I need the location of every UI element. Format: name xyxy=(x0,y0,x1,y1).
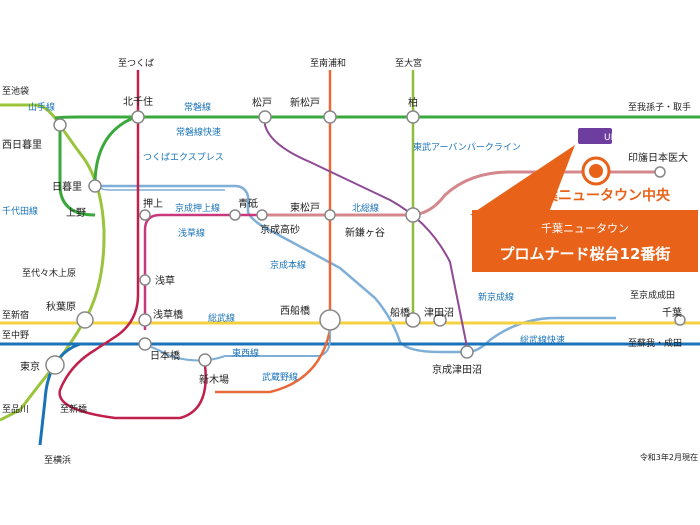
label-chiba-nt-chuo: 千葉ニュータウン中央 xyxy=(530,187,671,204)
label-tsudanuma: 津田沼 xyxy=(424,306,454,319)
station-markers xyxy=(45,110,686,375)
label-matsudo: 松戸 xyxy=(252,96,272,109)
line-yamanote: 山手線 xyxy=(28,101,55,113)
station-keisei-takasago xyxy=(256,209,268,221)
date-note: 令和3年2月現在 xyxy=(640,452,698,462)
dest-nakano: 至中野 xyxy=(2,329,29,341)
line-musashino: 武蔵野線 xyxy=(262,371,298,383)
ur-badge-text: UR xyxy=(604,133,617,143)
joban-line xyxy=(54,115,700,120)
label-tokyo: 東京 xyxy=(20,360,40,373)
station-keiseitsudanuma xyxy=(460,345,474,359)
line-keisei-oshiage: 京成押上線 xyxy=(175,202,220,214)
dest-keisei-narita: 至京成成田 xyxy=(630,289,675,301)
line-hokuso: 北総線 xyxy=(352,202,379,214)
dest-yokohama: 至横浜 xyxy=(44,454,71,466)
station-matsudo xyxy=(258,110,272,124)
label-kashiwa: 柏 xyxy=(408,96,418,109)
station-shinmatsudo xyxy=(323,110,337,124)
station-funabashi xyxy=(405,312,421,328)
station-nishifunabashi xyxy=(319,309,341,331)
line-chiyoda: 千代田線 xyxy=(2,205,38,217)
label-asakusabashi: 浅草橋 xyxy=(153,308,183,321)
line-asakusa: 浅草線 xyxy=(178,227,205,239)
dest-shinjuku: 至新宿 xyxy=(2,309,29,321)
label-nihonbashi: 日本橋 xyxy=(150,349,180,362)
station-chiba xyxy=(674,314,686,326)
callout-pointer xyxy=(470,145,575,215)
property-title: プロムナード桜台12番街 xyxy=(500,245,671,263)
dest-omiya: 至大宮 xyxy=(395,57,422,69)
line-joban-rapid: 常磐線快速 xyxy=(176,126,221,138)
ur-badge xyxy=(578,128,612,144)
station-oshiage xyxy=(139,209,151,221)
label-shinkamagaya: 新鎌ヶ谷 xyxy=(345,226,385,239)
line-tozai: 東西線 xyxy=(232,347,259,359)
station-tsudanuma xyxy=(433,313,447,327)
dest-abiko: 至我孫子・取手 xyxy=(628,101,691,113)
property-box xyxy=(472,210,698,272)
label-kitasenju: 北千住 xyxy=(123,95,153,108)
station-asakusabashi xyxy=(138,313,152,327)
keisei-main-line xyxy=(100,184,616,354)
chiyoda-line xyxy=(93,115,136,186)
label-akihabara: 秋葉原 xyxy=(46,300,76,313)
station-asakusa xyxy=(139,274,151,286)
property-sub: 千葉ニュータウン xyxy=(541,221,629,235)
station-tokyo xyxy=(45,355,65,375)
line-joban: 常磐線 xyxy=(184,101,211,113)
line-tobu-urban: 東武アーバンパークライン xyxy=(413,141,521,153)
line-sobu: 総武線 xyxy=(208,312,235,324)
dest-tsukuba: 至つくば xyxy=(118,58,154,69)
label-higashimatsudo: 東松戸 xyxy=(290,201,320,214)
station-inba xyxy=(654,166,666,178)
station-chiba-nt-chuo-inner xyxy=(589,164,603,178)
label-ueno: 上野 xyxy=(66,207,86,219)
station-higashimatsudo xyxy=(324,209,336,221)
chiyoda-line-west xyxy=(58,125,96,217)
label-shinmatsudo: 新松戸 xyxy=(290,96,320,109)
line-sobu-rapid: 総武線快速 xyxy=(520,334,565,346)
label-oshiage: 押上 xyxy=(143,197,163,210)
dest-yoyogi: 至代々木上原 xyxy=(22,267,76,279)
station-kitasenju xyxy=(131,110,145,124)
line-keisei-main: 京成本線 xyxy=(270,259,306,271)
label-keiseitsudanuma: 京成津田沼 xyxy=(432,363,482,376)
label-aoto: 青砥 xyxy=(238,197,258,210)
label-keisei-takasago: 京成高砂 xyxy=(260,223,300,236)
station-aoto xyxy=(229,209,241,221)
shin-keisei-line xyxy=(264,118,469,353)
dest-ikebukuro: 至池袋 xyxy=(2,85,29,97)
label-nippori: 日暮里 xyxy=(52,180,82,193)
station-kashiwa xyxy=(406,110,420,124)
dest-soga-narita: 至蘇我・成田 xyxy=(628,337,682,349)
label-chiba: 千葉 xyxy=(662,306,682,319)
dest-shinbashi: 至新橋 xyxy=(60,403,87,415)
dest-shinagawa: 至品川 xyxy=(2,404,29,415)
dest-minami-urawa: 至南浦和 xyxy=(310,57,346,69)
station-nippori xyxy=(88,179,102,193)
station-shinkiba xyxy=(198,353,212,367)
station-nishinippori xyxy=(53,118,67,132)
label-nishinippori: 西日暮里 xyxy=(2,138,42,151)
line-tsukuba-ex: つくばエクスプレス xyxy=(143,152,224,163)
label-nishifunabashi: 西船橋 xyxy=(280,304,310,317)
tsukuba-express-red xyxy=(58,70,207,420)
label-inba: 印旛日本医大 xyxy=(628,151,688,164)
label-asakusa: 浅草 xyxy=(155,274,175,287)
station-nihonbashi xyxy=(138,337,152,351)
station-shinkamagaya xyxy=(405,207,421,223)
station-akihabara xyxy=(76,311,94,329)
label-funabashi: 船橋 xyxy=(390,306,410,319)
line-shin-keisei: 新京成線 xyxy=(478,291,514,303)
label-shinkiba: 新木場 xyxy=(199,373,229,386)
